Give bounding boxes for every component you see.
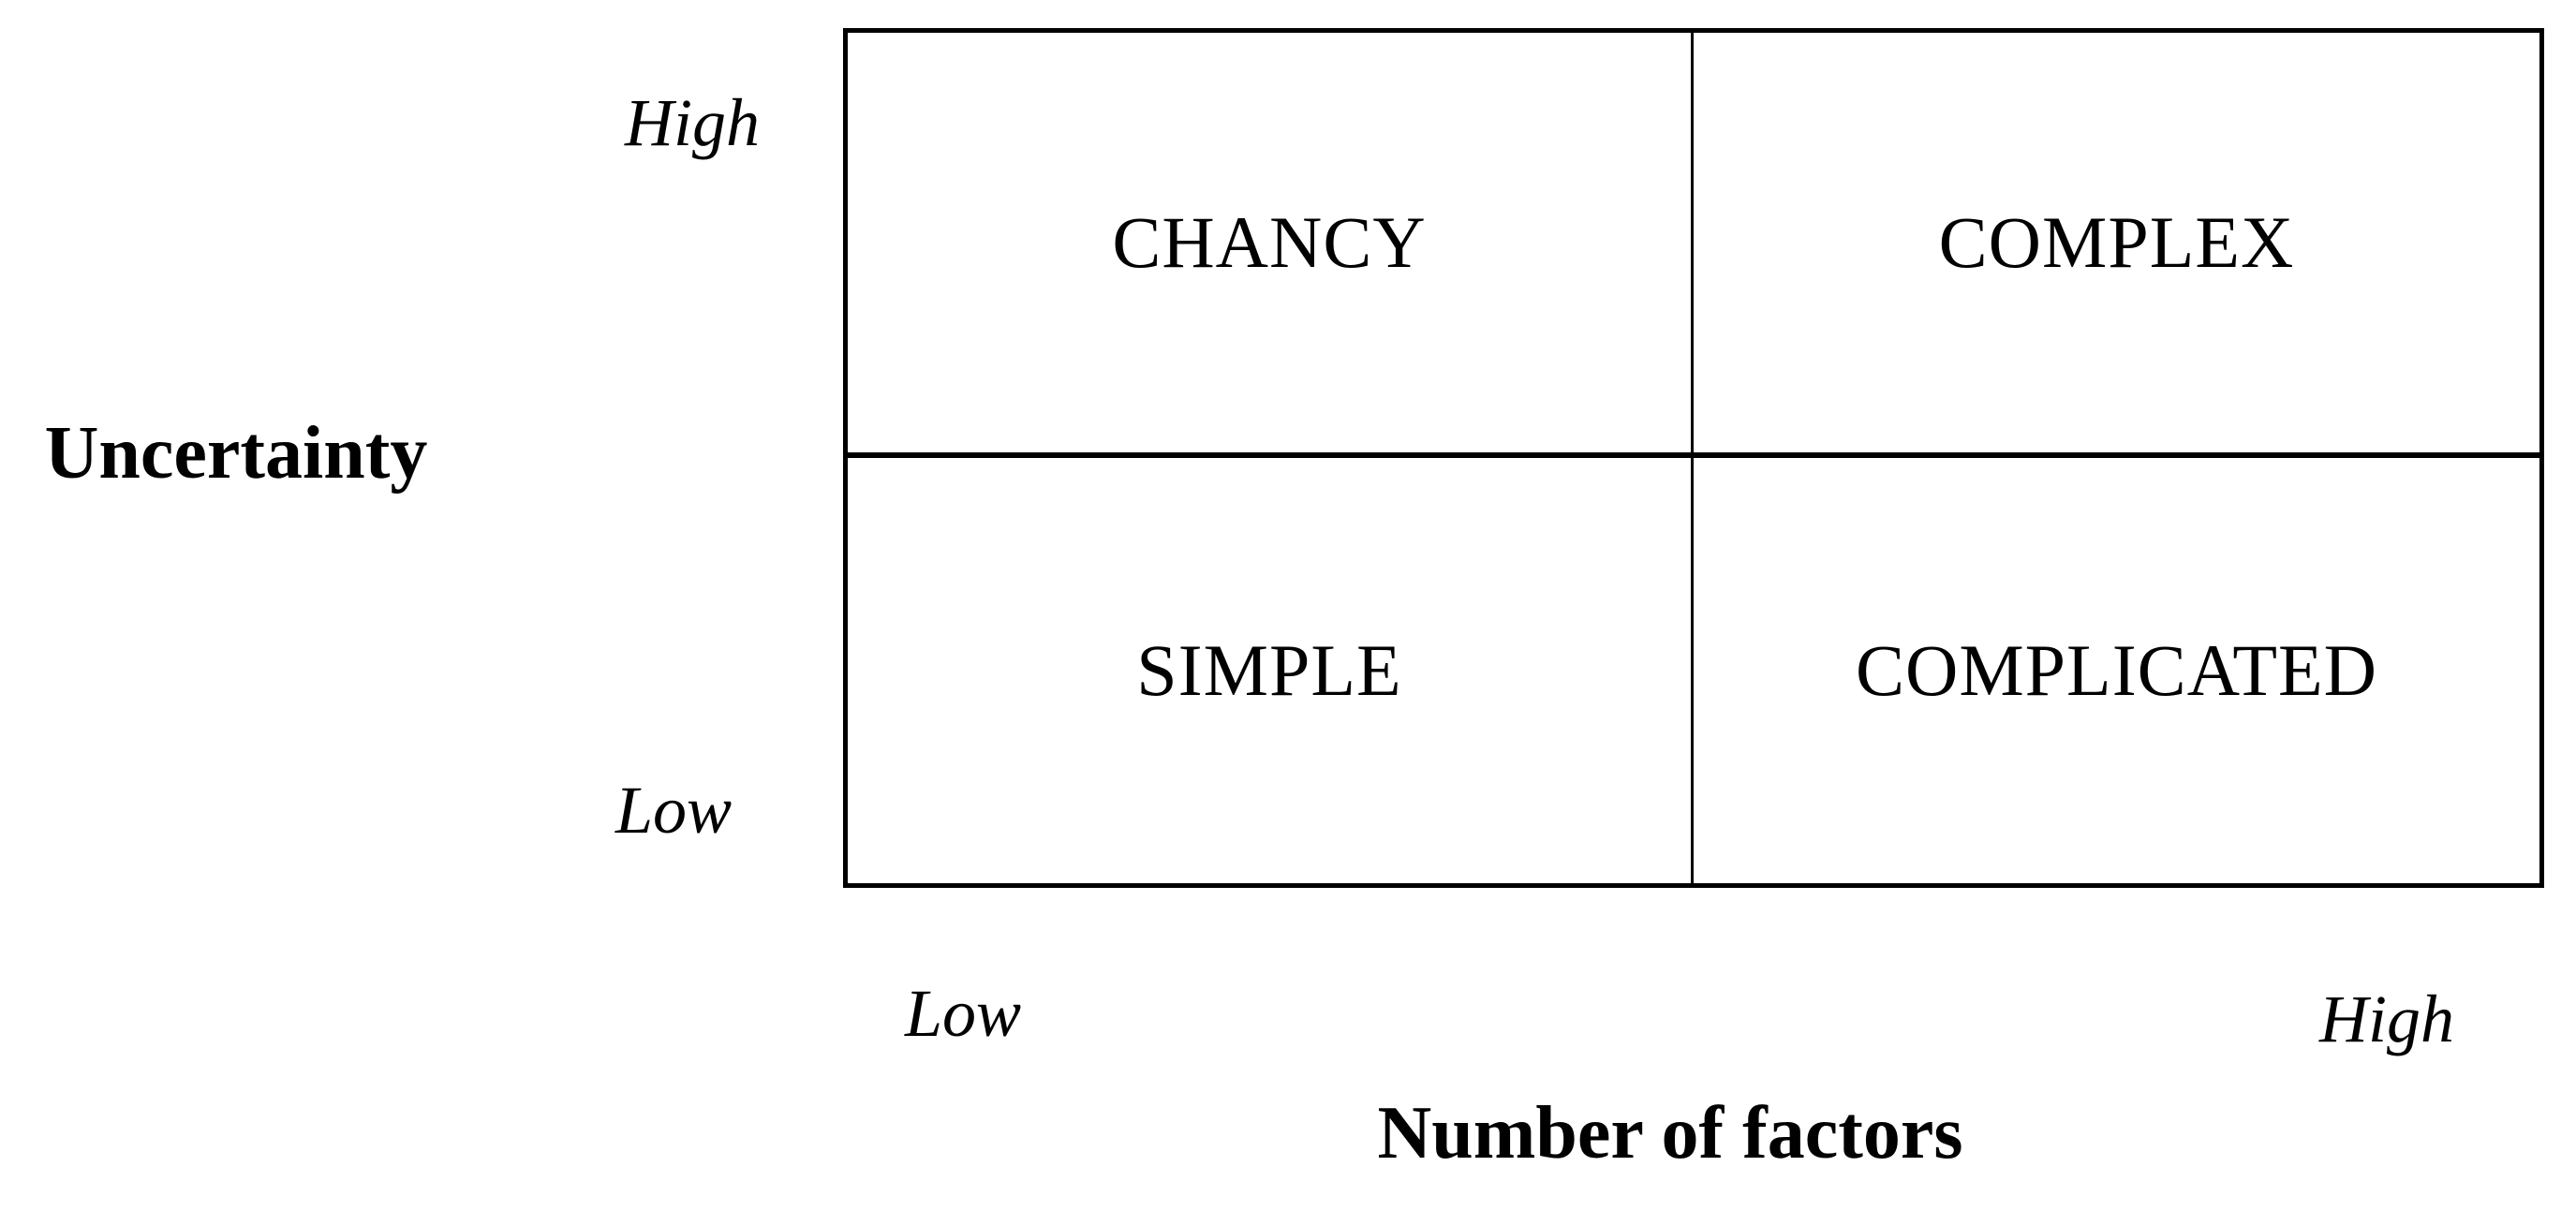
quadrant-top-right-label: COMPLEX [1938, 201, 2295, 283]
quadrant-top-left: CHANCY [848, 33, 1694, 458]
matrix-grid: CHANCY COMPLEX SIMPLE COMPLICATED [843, 28, 2544, 888]
x-axis-high-tick: High [2319, 982, 2454, 1056]
quadrant-bottom-right-label: COMPLICATED [1855, 629, 2378, 711]
quadrant-bottom-left: SIMPLE [848, 458, 1694, 883]
x-axis-title: Number of factors [1377, 1092, 1963, 1174]
quadrant-top-right: COMPLEX [1694, 33, 2539, 458]
quadrant-top-left-label: CHANCY [1112, 201, 1427, 283]
y-axis-low-tick: Low [614, 773, 733, 848]
quadrant-bottom-left-label: SIMPLE [1136, 629, 1402, 711]
y-axis-high-tick: High [625, 85, 760, 160]
x-axis-low-tick: Low [904, 976, 1022, 1051]
quadrant-bottom-right: COMPLICATED [1694, 458, 2539, 883]
y-axis-title: Uncertainty [44, 412, 428, 495]
